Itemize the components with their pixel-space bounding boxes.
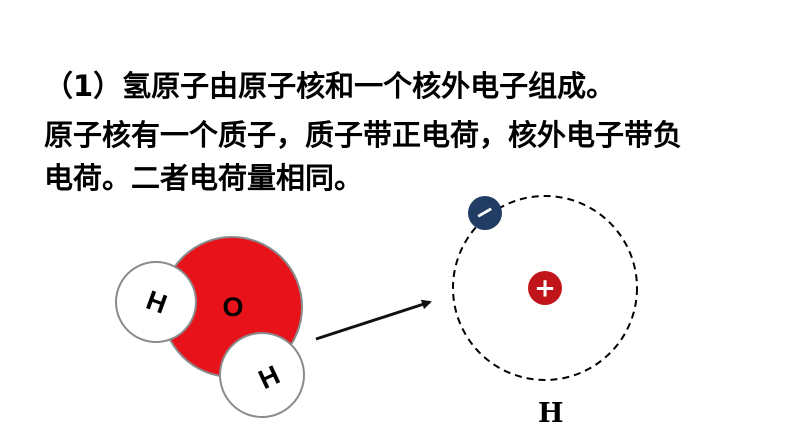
explanation-line-1: （1）氢原子由原子核和一个核外电子组成。 bbox=[44, 69, 616, 103]
pointer-arrow bbox=[315, 299, 432, 341]
hydrogen-atom-top bbox=[115, 261, 197, 343]
hydrogen-caption: H bbox=[538, 398, 564, 429]
water-molecule: H O H bbox=[115, 236, 305, 418]
hydrogen-atom-model: + − bbox=[452, 195, 638, 381]
plus-sign-icon: + bbox=[534, 274, 556, 304]
explanation-line-3: 电荷。二者电荷量相同。 bbox=[44, 161, 364, 195]
oxygen-label: O bbox=[222, 292, 243, 322]
explanation-line-2: 原子核有一个质子，质子带正电荷，核外电子带负 bbox=[44, 118, 683, 152]
hydrogen-atom-bottom bbox=[219, 332, 305, 418]
electron bbox=[468, 196, 502, 230]
proton-nucleus bbox=[528, 271, 562, 305]
electron-orbit bbox=[452, 195, 638, 381]
